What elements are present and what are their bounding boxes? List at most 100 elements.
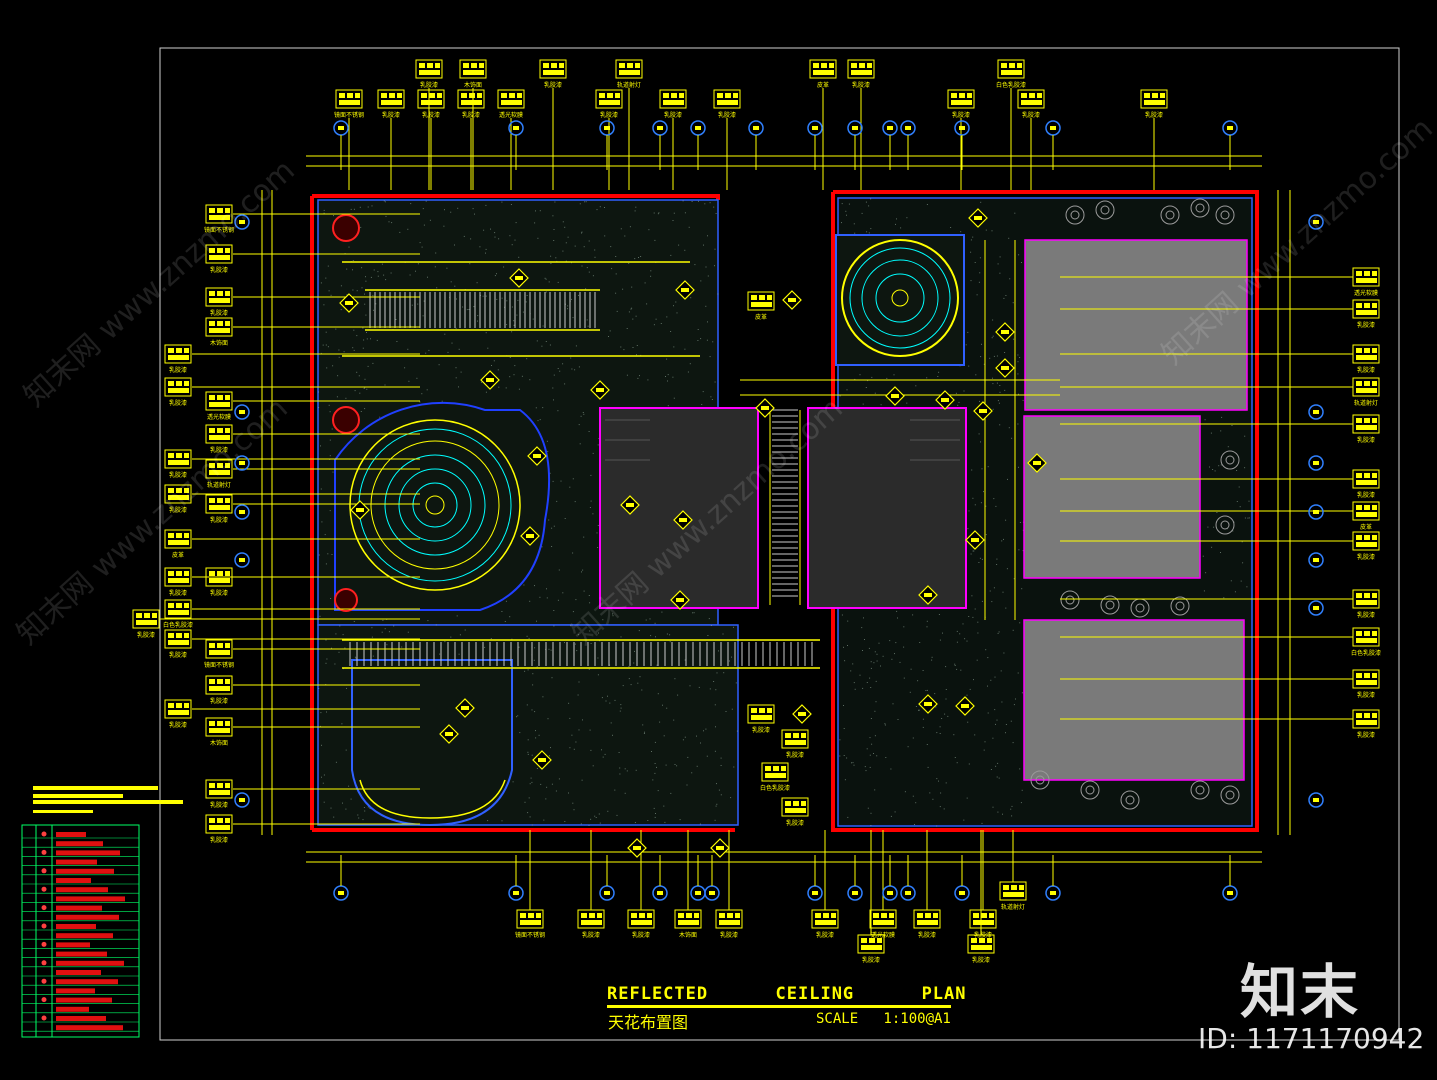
tree-symbol-center xyxy=(1195,203,1205,213)
texture-dot xyxy=(1204,419,1206,421)
axis-bubble-label xyxy=(812,891,818,895)
callout-cell xyxy=(209,571,215,576)
callout-label: 乳胶漆 xyxy=(544,81,562,89)
callout-cell xyxy=(209,248,215,253)
texture-dot xyxy=(859,674,861,676)
texture-dot xyxy=(995,505,997,507)
texture-dot xyxy=(862,650,863,651)
callout-cell xyxy=(209,463,215,468)
callout-label: 乳胶漆 xyxy=(210,801,228,809)
texture-dot xyxy=(381,263,383,265)
texture-dot xyxy=(1014,212,1016,214)
axis-bubble-label xyxy=(959,126,965,130)
callout-cell xyxy=(1372,303,1377,308)
texture-dot xyxy=(483,229,485,231)
top-dimension-line xyxy=(306,155,1262,167)
texture-dot xyxy=(708,618,710,620)
texture-dot xyxy=(321,744,322,746)
texture-dot xyxy=(940,792,942,794)
callout-label: 透光软膜 xyxy=(499,111,523,119)
texture-dot xyxy=(958,401,960,403)
texture-dot xyxy=(688,226,690,228)
texture-dot xyxy=(912,795,914,797)
texture-dot xyxy=(454,244,455,246)
callout-cell xyxy=(1364,418,1370,423)
texture-dot xyxy=(588,271,590,273)
texture-dot xyxy=(536,666,538,668)
callout-cell xyxy=(1152,93,1158,98)
callout-box xyxy=(595,89,623,109)
texture-dot xyxy=(934,693,936,695)
material-callout: 乳胶漆 xyxy=(164,344,192,374)
material-callout: 轨道射灯 xyxy=(999,881,1027,911)
texture-dot xyxy=(880,665,881,667)
material-callout: 乳胶漆 xyxy=(857,934,885,964)
callout-cell xyxy=(851,63,857,68)
texture-dot xyxy=(501,820,503,822)
texture-dot xyxy=(706,339,708,341)
texture-dot xyxy=(610,246,612,248)
texture-dot xyxy=(870,825,872,826)
axis-bubble-label xyxy=(1313,606,1319,610)
texture-dot xyxy=(345,749,347,751)
texture-dot xyxy=(470,238,472,240)
texture-dot xyxy=(371,627,373,629)
texture-dot xyxy=(938,614,940,615)
callout-label: 乳胶漆 xyxy=(169,399,187,407)
texture-dot xyxy=(634,210,636,212)
texture-dot xyxy=(1218,465,1220,467)
texture-dot xyxy=(678,244,680,246)
callout-label: 乳胶漆 xyxy=(918,931,936,939)
texture-dot xyxy=(572,552,574,554)
callout-cell xyxy=(176,453,182,458)
callout-label: 乳胶漆 xyxy=(952,111,970,119)
texture-dot xyxy=(476,282,478,284)
texture-dot xyxy=(330,294,332,296)
texture-dot xyxy=(843,728,845,729)
texture-dot xyxy=(663,735,665,737)
fixture-tags xyxy=(339,208,1047,858)
texture-dot xyxy=(436,287,438,289)
texture-dot xyxy=(342,634,344,636)
texture-dot xyxy=(509,616,511,618)
texture-dot xyxy=(472,208,474,210)
texture-dot xyxy=(366,388,368,390)
texture-dot xyxy=(1002,813,1003,815)
axis-bubble-label xyxy=(887,126,893,130)
texture-dot xyxy=(676,312,678,314)
texture-dot xyxy=(626,770,628,772)
texture-dot xyxy=(966,694,968,696)
texture-dot xyxy=(967,721,969,723)
texture-dot xyxy=(962,623,964,625)
texture-dot xyxy=(904,791,906,793)
callout-cell xyxy=(176,533,182,538)
texture-dot xyxy=(1010,808,1012,810)
texture-dot xyxy=(705,305,707,307)
axis-bubble-label xyxy=(1050,891,1056,895)
bottom-dimension-line xyxy=(306,851,1262,863)
texture-dot xyxy=(884,724,886,726)
axis-bubble-label xyxy=(1313,798,1319,802)
callout-cell xyxy=(168,540,189,545)
fixture-tag-text xyxy=(515,276,523,280)
callout-cell xyxy=(1364,673,1370,678)
callout-box xyxy=(205,424,233,444)
texture-dot xyxy=(326,658,328,660)
texture-dot xyxy=(657,213,659,215)
texture-dot xyxy=(853,764,855,766)
texture-dot xyxy=(718,650,719,652)
texture-dot xyxy=(628,666,630,667)
texture-dot xyxy=(983,749,985,751)
texture-dot xyxy=(564,518,566,519)
texture-dot xyxy=(528,637,530,639)
texture-dot xyxy=(572,478,574,480)
callout-label: 乳胶漆 xyxy=(462,111,480,119)
texture-dot xyxy=(871,743,873,745)
texture-dot xyxy=(624,768,626,770)
texture-dot xyxy=(954,665,956,666)
callout-cell xyxy=(1364,631,1370,636)
texture-dot xyxy=(619,710,621,712)
texture-dot xyxy=(553,229,555,230)
texture-dot xyxy=(666,358,668,360)
legend-swatch xyxy=(56,859,97,865)
